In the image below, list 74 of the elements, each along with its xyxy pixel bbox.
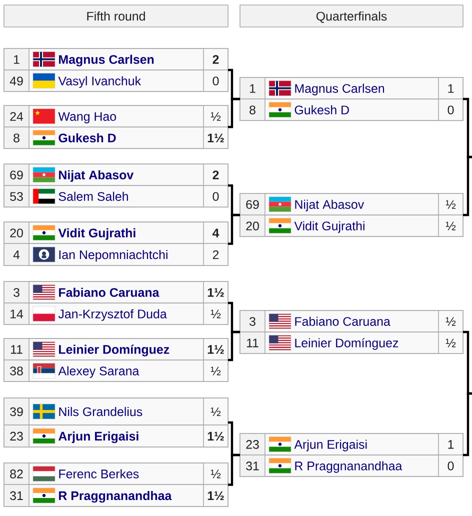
score-cell: ½ xyxy=(203,302,228,325)
player-name: Magnus Carlsen xyxy=(295,84,384,96)
player-name: Magnus Carlsen xyxy=(59,54,154,66)
player-name: Jan-Krzysztof Duda xyxy=(58,309,167,321)
player-name: Wang Hao xyxy=(58,112,116,124)
seed-cell: 49 xyxy=(4,70,30,92)
score-cell: 1 xyxy=(438,433,464,456)
seed-cell: 82 xyxy=(4,462,30,485)
score-cell: ½ xyxy=(438,310,464,332)
seed-cell: 31 xyxy=(4,484,30,507)
score-cell: 1½ xyxy=(203,338,228,360)
seed-cell: 31 xyxy=(240,454,266,477)
player-name: Ferenc Berkes xyxy=(59,469,139,478)
player-name: Leinier Domínguez xyxy=(295,338,398,350)
player-name: Leinier Domínguez xyxy=(59,344,170,356)
seed-cell: 14 xyxy=(4,302,30,325)
score-cell: 1 xyxy=(438,77,464,100)
score-cell: 1½ xyxy=(203,126,228,149)
seed-cell: 11 xyxy=(240,332,266,354)
score-cell: 2 xyxy=(203,164,228,186)
seed-cell: 20 xyxy=(4,222,30,244)
score-cell: 1½ xyxy=(203,484,228,507)
seed-cell: 38 xyxy=(4,360,30,382)
player-name: Vasyl Ivanchuk xyxy=(58,76,142,88)
seed-cell: 53 xyxy=(4,185,30,208)
player-name: Salem Saleh xyxy=(58,192,128,201)
column-header: Quarterfinals xyxy=(240,4,464,28)
seed-cell: 8 xyxy=(240,98,266,121)
player-name: Vidit Gujrathi xyxy=(58,228,136,240)
score-cell: 1½ xyxy=(203,281,228,304)
seed-cell: 24 xyxy=(4,105,30,128)
seed-cell: 69 xyxy=(240,193,266,216)
seed-cell: 8 xyxy=(4,126,30,149)
seed-cell: 23 xyxy=(240,433,266,456)
score-cell: 1½ xyxy=(203,424,228,448)
seed-cell: 3 xyxy=(240,310,266,332)
player-name: Fabiano Caruana xyxy=(295,316,390,326)
seed-cell: 1 xyxy=(4,48,30,70)
player-name: Alexey Sarana xyxy=(58,366,140,378)
player-name: Arjun Erigaisi xyxy=(58,431,138,444)
score-cell: 0 xyxy=(203,70,228,92)
seed-cell: 11 xyxy=(4,338,30,360)
score-cell: ½ xyxy=(203,398,228,426)
score-cell: ½ xyxy=(203,360,228,382)
player-name: Fabiano Caruana xyxy=(59,288,160,297)
score-cell: 2 xyxy=(203,243,228,266)
seed-cell: 20 xyxy=(240,214,266,237)
score-cell: ½ xyxy=(438,193,464,216)
score-cell: 0 xyxy=(203,185,228,208)
score-cell: 4 xyxy=(203,222,228,244)
score-cell: ½ xyxy=(203,462,228,485)
score-cell: ½ xyxy=(438,332,464,354)
player-name: Nijat Abasov xyxy=(59,170,134,182)
player-name: Arjun Erigaisi xyxy=(294,440,367,452)
seed-cell: 39 xyxy=(4,398,30,426)
player-name: Ian Nepomniachtchi xyxy=(59,250,168,262)
seed-cell: 4 xyxy=(4,243,30,266)
player-name: Gukesh D xyxy=(58,133,116,142)
player-name: Vidit Gujrathi xyxy=(294,221,364,233)
score-cell: ½ xyxy=(438,214,464,237)
score-cell: 2 xyxy=(203,48,228,70)
player-name: R Praggnanandhaa xyxy=(295,461,402,473)
column-header: Fifth round xyxy=(4,4,228,28)
player-name: Nijat Abasov xyxy=(295,200,364,212)
seed-cell: 23 xyxy=(4,424,30,448)
seed-cell: 69 xyxy=(4,164,30,186)
score-cell: 0 xyxy=(438,98,464,121)
player-name: Gukesh D xyxy=(294,105,349,114)
score-cell: ½ xyxy=(203,105,228,128)
player-name: R Praggnanandhaa xyxy=(59,490,172,503)
player-name: Nils Grandelius xyxy=(59,406,142,416)
seed-cell: 1 xyxy=(240,77,266,100)
seed-cell: 3 xyxy=(4,281,30,304)
score-cell: 0 xyxy=(438,454,464,477)
